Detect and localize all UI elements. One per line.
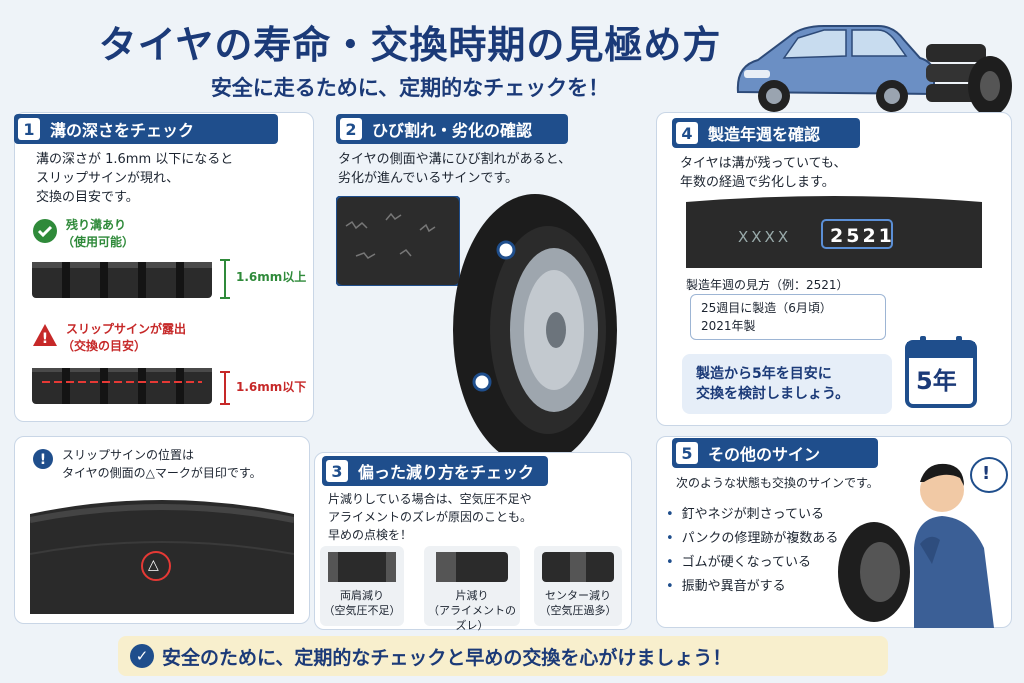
year-text: 2021年製 [701,319,756,333]
advice-line2: 交換を検討しましょう。 [696,386,850,402]
dot-code-sidewall-image [686,196,982,268]
check-icon: ✓ [130,644,154,668]
wear-name: センター減り [545,589,611,602]
section5-number: 5 [676,442,698,464]
crack-closeup-image [336,196,460,286]
section1-desc2: スリップサインが現れ、 [36,171,180,186]
section5-title: その他のサイン [708,445,821,464]
exclaim-bubble-icon [970,457,1008,493]
section3-title: 偏った減り方をチェック [358,463,535,482]
section3-header: 3 偏った減り方をチェック [322,456,548,486]
tread-ok-image [32,262,212,298]
section3-number: 3 [326,460,348,482]
section4-desc2: 年数の経過で劣化します。 [680,175,835,190]
tire-stack-icon [926,44,1012,116]
section1-desc3: 交換の目安です。 [36,190,139,205]
page-title: タイヤの寿命・交換時期の見極め方 [98,23,722,67]
ok-label: 残り溝あり [66,218,127,232]
warning-triangle-icon: ! [33,324,57,347]
depth-marker-ok [220,259,230,299]
ng-sublabel: （交換の目安） [62,339,147,353]
section3-desc1: 片減りしている場合は、空気圧不足や [328,492,532,506]
howto-label: 製造年週の見方（例：2521） [686,278,849,292]
ok-sublabel: （使用可能） [62,235,135,249]
replace-advice: 製造から5年を目安に 交換を検討しましょう。 [682,354,892,414]
sign-item: パンクの修理跡が複数ある [666,530,839,548]
wear-cause: （空気圧不足） [323,604,401,617]
section1-header: 1 溝の深さをチェック [14,114,278,144]
tire-icon [453,194,617,466]
wear-cause: （アライメントのズレ） [428,604,516,632]
svg-text:!: ! [40,452,46,468]
tread-one-side-image [436,552,508,582]
sidewall-code: XXXX [738,228,792,246]
footer-banner: ✓ 安全のために、定期的なチェックと早めの交換を心がけましょう！ [118,636,888,676]
wear-name: 両肩減り [340,589,384,602]
depth-marker-ng [220,371,230,405]
section4-title: 製造年週を確認 [708,125,821,144]
slip-mark: △ [148,557,159,573]
ng-label: スリップサインが露出 [66,322,187,336]
tread-center-image [542,552,614,582]
sign-item: 釘やネジが刺さっている [666,506,824,524]
calendar-icon [905,336,977,408]
wear-cause: （空気圧過多） [539,604,617,617]
footer-text: 安全のために、定期的なチェックと早めの交換を心がけましょう！ [162,646,732,669]
section5-header: 5 その他のサイン [672,438,878,468]
calendar-label: 5年 [916,367,957,395]
date-explain-callout: 25週目に製造（6月頃） 2021年製 [690,294,886,340]
sign-item: 振動や異音がする [666,578,786,596]
tread-both-shoulders-image [328,552,396,582]
section4-header: 4 製造年週を確認 [672,118,860,148]
section2-desc2: 劣化が進んでいるサインです。 [338,171,519,186]
info-icon: ! [33,449,53,469]
section1-desc1: 溝の深さが 1.6mm 以下になると [36,152,234,167]
date-code: 2521 [830,225,895,247]
section2-title: ひび割れ・劣化の確認 [372,121,533,140]
svg-text:!: ! [42,331,48,347]
slip-info-line2: タイヤの側面の△マークが目印です。 [62,466,262,480]
section1-title: 溝の深さをチェック [50,121,195,140]
section3-desc2: アライメントのズレが原因のことも。 [328,510,533,524]
section3-desc3: 早めの点検を！ [328,528,413,542]
section2-desc1: タイヤの側面や溝にひび割れがあると、 [338,152,572,167]
section4-number: 4 [676,122,698,144]
advice-line1: 製造から5年を目安に [696,366,832,382]
check-circle-icon [33,219,57,243]
section2-number: 2 [340,118,362,140]
tread-worn-image [32,368,212,404]
sign-item: ゴムが硬くなっている [666,554,811,572]
wear-card-one-side: 片減り （アライメントのズレ） [424,546,520,632]
section4-desc1: タイヤは溝が残っていても、 [680,156,847,171]
car-icon [736,25,1012,116]
page-subtitle: 安全に走るために、定期的なチェックを！ [210,76,610,100]
ng-depth: 1.6mm以下 [236,380,307,394]
wear-name: 片減り [455,589,489,602]
section5-desc: 次のような状態も交換のサインです。 [676,476,879,490]
section2-header: 2 ひび割れ・劣化の確認 [336,114,568,144]
section1-number: 1 [18,118,40,140]
slip-info-line1: スリップサインの位置は [62,448,195,462]
ok-depth: 1.6mm以上 [236,270,307,284]
wear-card-both-shoulders: 両肩減り （空気圧不足） [320,546,404,626]
mechanic-icon [838,463,994,628]
exclaim-mark: ! [982,463,991,484]
wear-card-center: センター減り （空気圧過多） [534,546,622,626]
sidewall-image [30,500,294,614]
week-text: 25週目に製造（6月頃） [701,301,832,315]
